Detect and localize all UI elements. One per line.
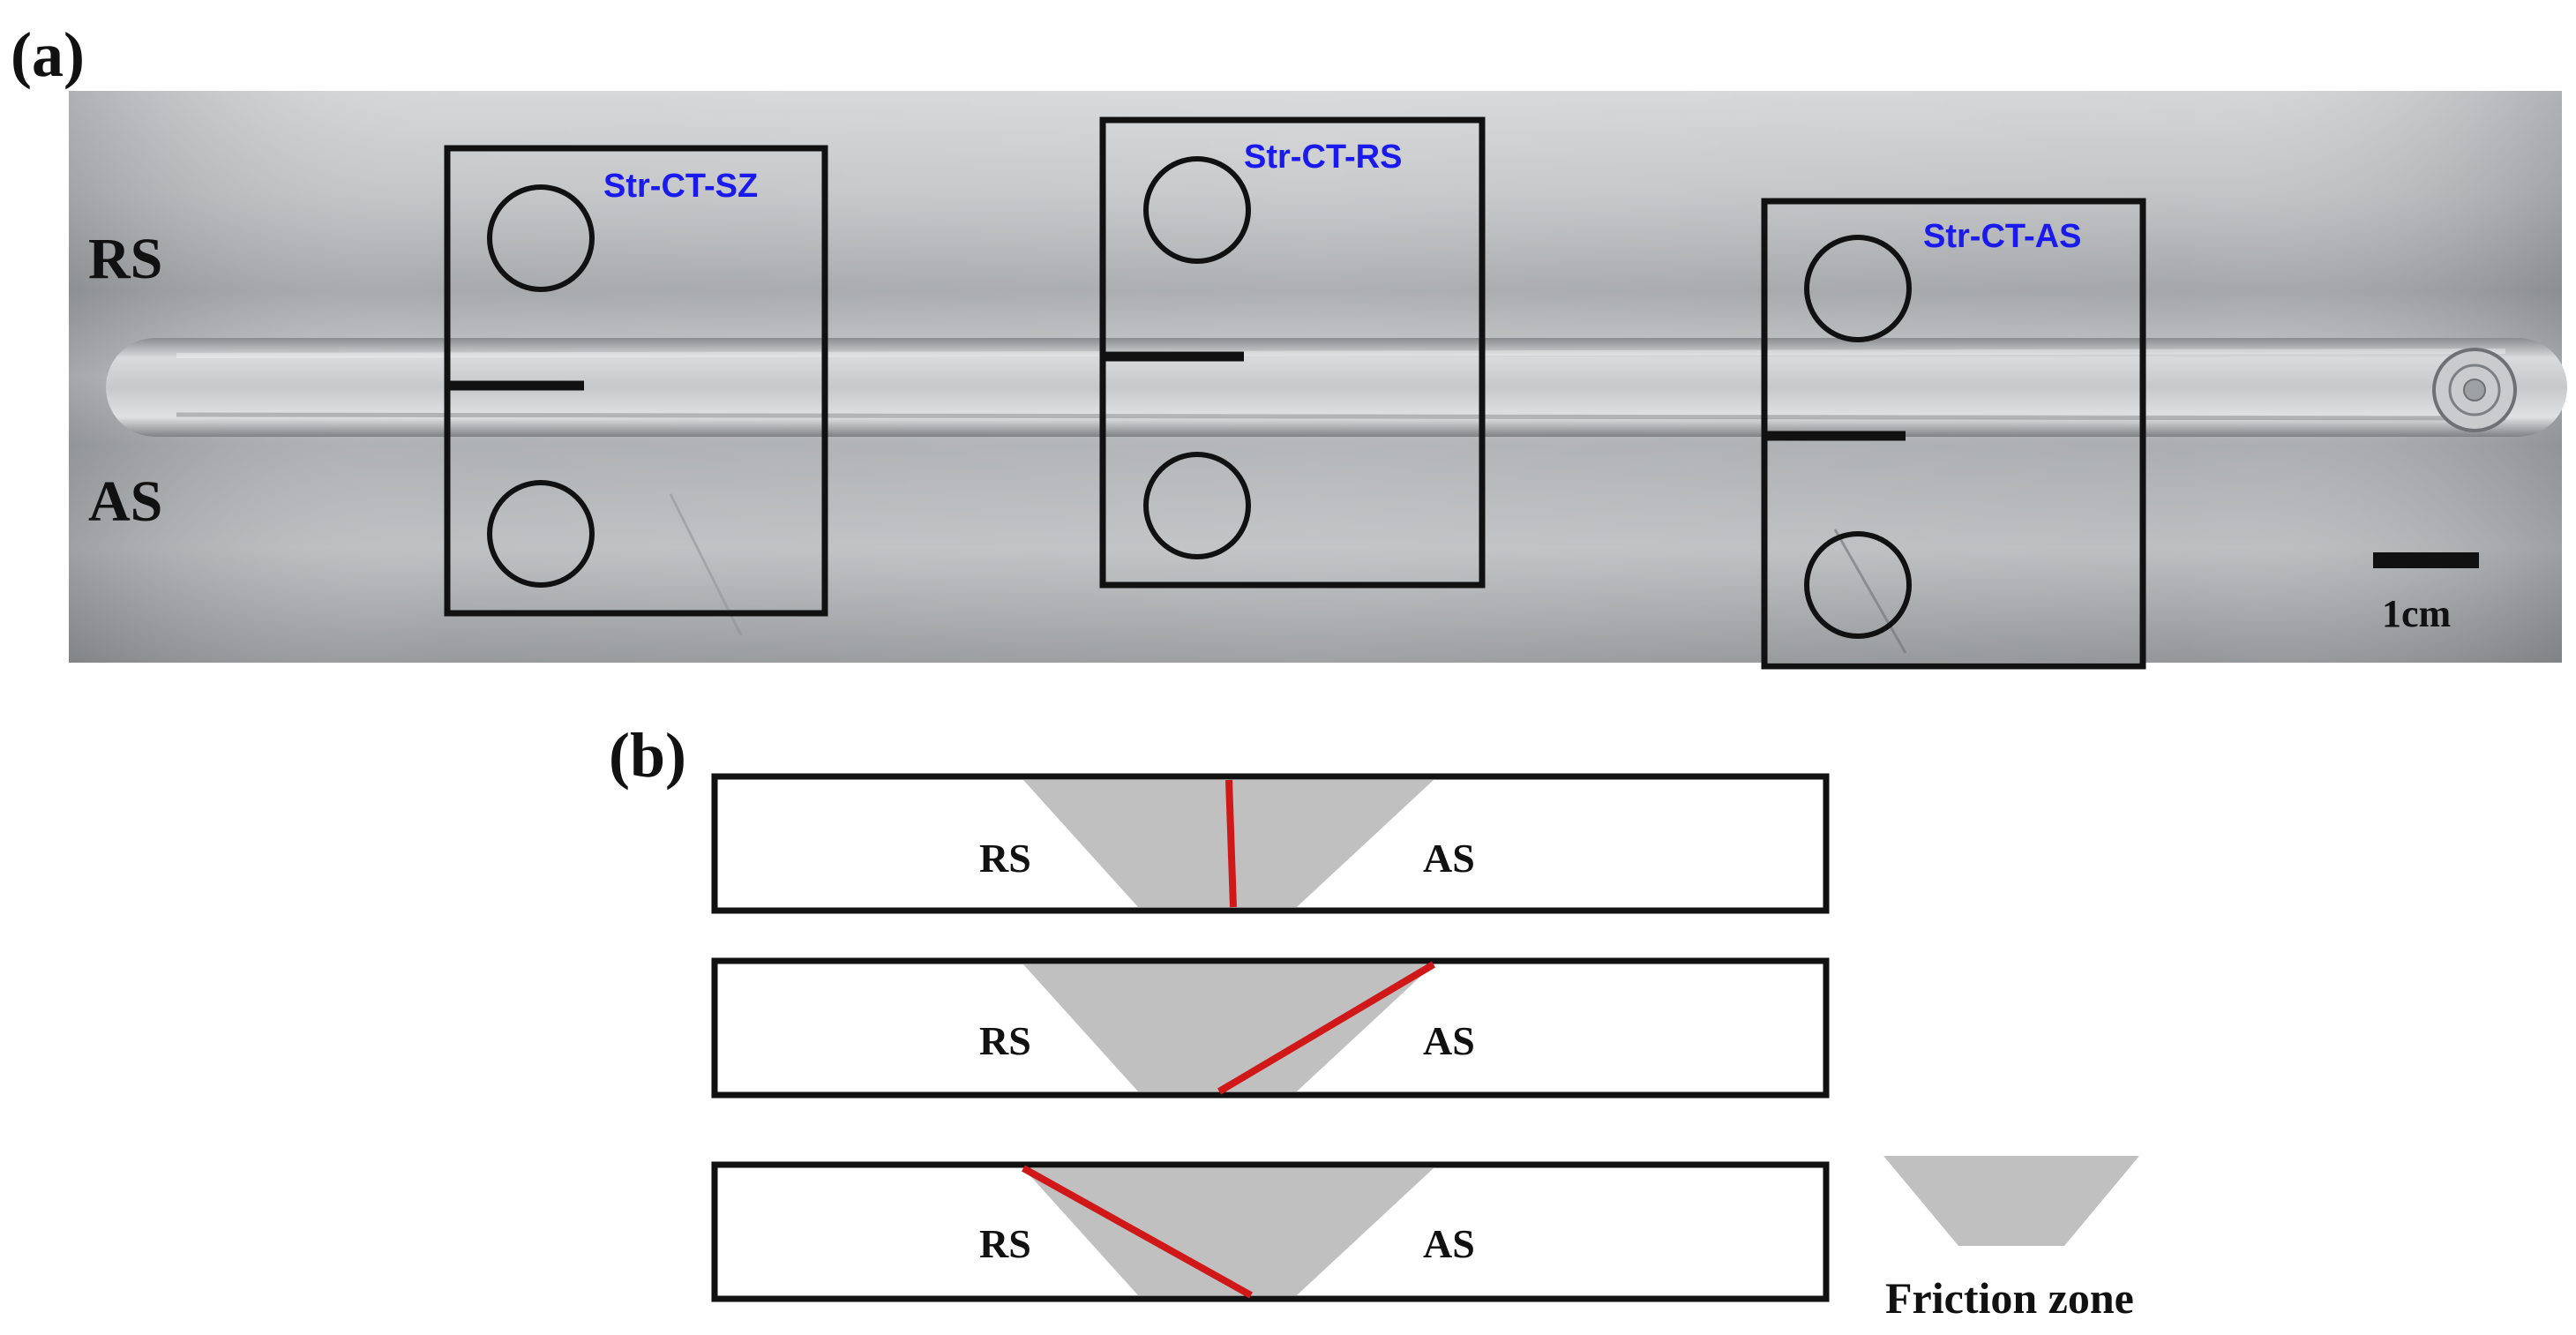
panel-a-rs-label: RS: [88, 227, 162, 291]
specimen-rs: Str-CT-RS: [1099, 116, 1486, 589]
plate-outline: [711, 957, 1830, 1099]
pin-hole-top: [1143, 156, 1251, 264]
pin-hole-top: [1804, 235, 1912, 342]
weld-plate-photo: [69, 91, 2567, 663]
friction-zone-label: Friction zone: [1885, 1273, 2134, 1323]
cross-section-diagram-3: RS AS: [711, 1161, 1830, 1302]
keyhole: [2432, 348, 2517, 432]
as-label: AS: [1423, 836, 1475, 881]
pin-hole-bottom: [487, 480, 595, 588]
rs-label: RS: [979, 836, 1031, 881]
cross-section-diagram-1: RS AS: [711, 773, 1830, 914]
crack-line: [1225, 779, 1237, 908]
friction-zone: [1023, 1168, 1434, 1295]
specimen-label: Str-CT-RS: [1244, 139, 1402, 176]
plate-outline: [711, 773, 1830, 914]
plate-outline: [711, 1161, 1830, 1302]
specimen-as: Str-CT-AS: [1761, 198, 2146, 670]
scale-bar-label: 1cm: [2382, 592, 2451, 635]
pin-hole-bottom: [1143, 452, 1251, 559]
weld-seam: [106, 338, 2567, 437]
panel-a-label: (a): [11, 19, 85, 90]
panel-b-label: (b): [609, 720, 686, 791]
rs-label: RS: [979, 1221, 1031, 1266]
crack-line: [1022, 1165, 1253, 1299]
as-label: AS: [1423, 1018, 1475, 1063]
crack-line: [1217, 961, 1436, 1095]
panel-a-as-label: AS: [88, 469, 162, 534]
rs-label: RS: [979, 1018, 1031, 1063]
cross-section-diagram-2: RS AS: [711, 957, 1830, 1099]
legend: Friction zone: [1883, 1156, 2139, 1323]
specimen-label: Str-CT-AS: [1923, 218, 2081, 255]
as-label: AS: [1423, 1221, 1475, 1266]
friction-zone: [1023, 964, 1434, 1091]
friction-zone-swatch: [1883, 1156, 2139, 1246]
specimen-sz: Str-CT-SZ: [444, 145, 828, 617]
scale-bar: 1cm: [2373, 552, 2479, 635]
specimen-label: Str-CT-SZ: [603, 168, 758, 205]
pin-hole-top: [487, 184, 595, 292]
pin-hole-bottom: [1804, 531, 1912, 639]
scale-bar-line: [2373, 552, 2479, 568]
